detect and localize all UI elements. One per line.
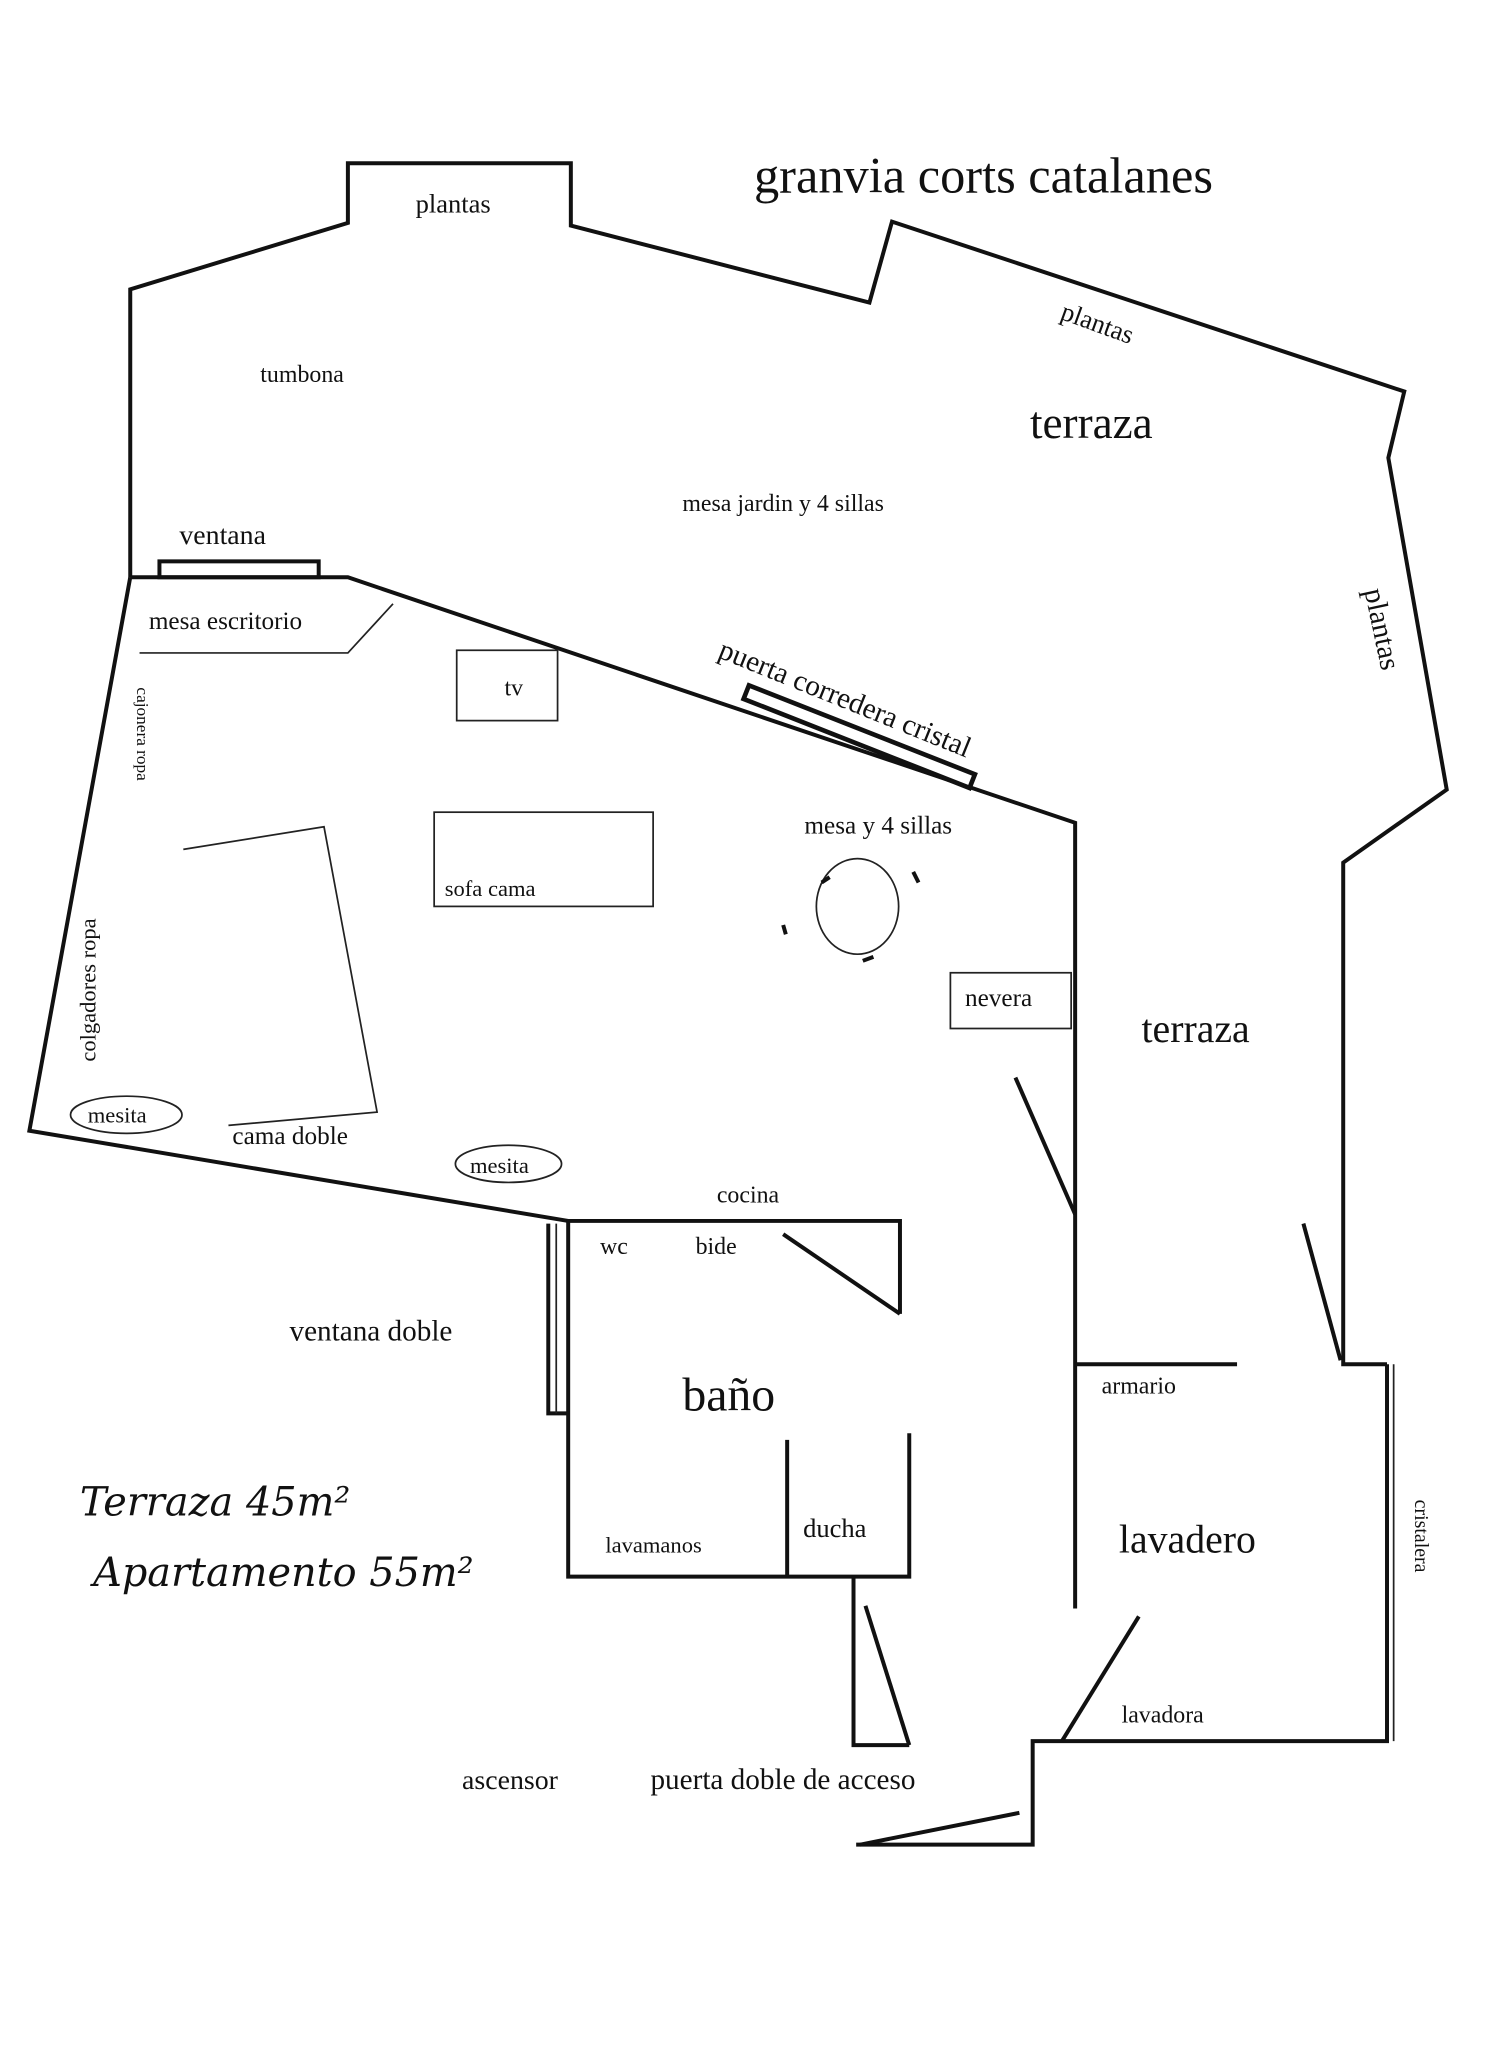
- label-colgadores-ropa: colgadores ropa: [76, 918, 101, 1061]
- label-cajonera-ropa: cajonera ropa: [133, 687, 152, 781]
- label-wc: wc: [600, 1234, 628, 1260]
- label-armario: armario: [1102, 1373, 1176, 1399]
- label-cama-doble: cama doble: [232, 1123, 347, 1150]
- label-tumbona: tumbona: [260, 362, 344, 388]
- label-terraza-top: terraza: [1030, 398, 1153, 448]
- label-plantas-top: plantas: [416, 188, 491, 218]
- label-terraza-right: terraza: [1141, 1007, 1250, 1051]
- desk: [139, 603, 394, 654]
- nightstand-2: [454, 1144, 563, 1184]
- fridge: [949, 971, 1073, 1030]
- label-cocina: cocina: [717, 1182, 780, 1208]
- label-sofa-cama: sofa cama: [445, 876, 536, 901]
- label-plantas-right: plantas: [1358, 585, 1406, 673]
- label-lavadora: lavadora: [1122, 1703, 1205, 1729]
- outer-wall: [128, 161, 1449, 1367]
- dining-table: [815, 857, 900, 956]
- sliding-glass-door: [740, 682, 978, 791]
- label-mesa-sillas: mesa y 4 sillas: [804, 812, 952, 839]
- chair-marks: [781, 871, 921, 963]
- label-puerta-acceso: puerta doble de acceso: [650, 1764, 915, 1796]
- label-mesita-1: mesita: [88, 1103, 147, 1128]
- double-bed: [183, 825, 379, 1127]
- nightstand-1: [69, 1095, 183, 1135]
- entrance-door-leaf: [863, 1605, 912, 1746]
- apartment-wall: [27, 576, 569, 1223]
- label-plantas-diag: plantas: [1057, 296, 1138, 350]
- terrace-door-swing: [1301, 1223, 1343, 1361]
- double-window: [546, 1223, 569, 1416]
- lavadero-door-swing: [1060, 1615, 1141, 1743]
- lavadero-outer-wall: [856, 1364, 1389, 1847]
- label-nevera: nevera: [965, 985, 1032, 1012]
- entrance-door-swing: [859, 1810, 1020, 1847]
- note-apartamento-area: Apartamento 55m²: [89, 1550, 474, 1596]
- bathroom-door-swing: [782, 1232, 902, 1316]
- label-lavadero: lavadero: [1119, 1518, 1256, 1562]
- sofa-bed: [433, 811, 654, 908]
- label-ventana-doble: ventana doble: [289, 1315, 452, 1347]
- note-terraza-area: Terraza 45m²: [80, 1480, 350, 1526]
- label-cristalera: cristalera: [1410, 1500, 1432, 1573]
- bathroom-wall: [566, 1218, 912, 1579]
- label-mesa-escritorio: mesa escritorio: [149, 608, 302, 635]
- window: [157, 559, 321, 580]
- label-lavamanos: lavamanos: [605, 1533, 701, 1558]
- elevator-wall: [851, 1576, 910, 1748]
- label-bano: baño: [682, 1369, 775, 1422]
- label-ascensor: ascensor: [462, 1765, 559, 1796]
- label-ventana: ventana: [179, 520, 266, 551]
- label-mesita-2: mesita: [470, 1153, 529, 1178]
- plan-title: granvia corts catalanes: [754, 147, 1213, 203]
- label-tv: tv: [504, 675, 523, 701]
- label-mesa-jardin: mesa jardin y 4 sillas: [682, 491, 884, 517]
- kitchen-door-swing: [1013, 1076, 1077, 1216]
- label-bide: bide: [696, 1234, 737, 1260]
- label-ducha: ducha: [803, 1513, 867, 1543]
- tv: [455, 649, 559, 722]
